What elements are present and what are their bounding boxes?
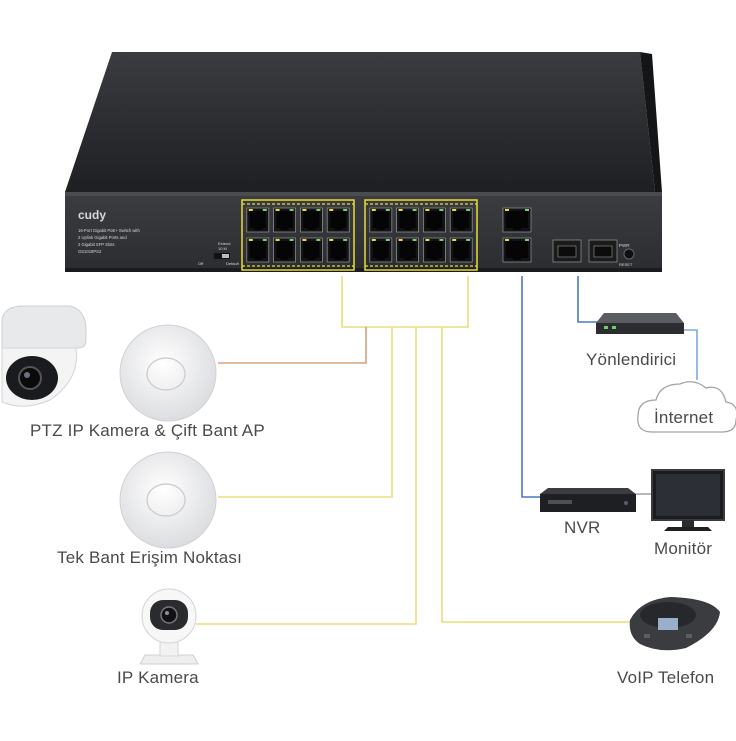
- switch-brand-logo: cudy: [78, 208, 106, 222]
- ptz-camera: [1, 305, 87, 407]
- ptz-ap-cable: [218, 327, 367, 364]
- reset-label: RESET: [619, 262, 633, 267]
- poe-port-10[interactable]: [396, 207, 420, 233]
- sfp-slots: [552, 239, 618, 263]
- mode-label: Extend: [218, 241, 230, 246]
- single-ap-cable: [218, 327, 393, 498]
- internet-cloud: [637, 381, 736, 433]
- poe-ports: [241, 199, 478, 271]
- poe-port-5[interactable]: [246, 237, 270, 263]
- poe-port-11[interactable]: [422, 207, 446, 233]
- internet-label: İnternet: [654, 408, 714, 427]
- uplink-port-18[interactable]: [502, 237, 532, 263]
- mode-sub: 10 M: [218, 246, 227, 251]
- reset-button[interactable]: [623, 248, 635, 260]
- poe-port-8[interactable]: [326, 237, 350, 263]
- poe-port-9[interactable]: [369, 207, 393, 233]
- monitor-label: Monitör: [654, 539, 713, 558]
- mode-off-label: Off: [198, 261, 204, 266]
- dual-band-ap: [119, 324, 217, 422]
- single-band-ap: [119, 451, 217, 549]
- voip-phone-cable: [441, 327, 630, 623]
- ip-camera-device: [139, 588, 199, 665]
- poe-port-2[interactable]: [273, 207, 297, 233]
- poe-block-outline: [364, 199, 478, 271]
- nvr-cable: [521, 276, 544, 498]
- switch-desc-line1: 16-Port Gigabit PoE+ Switch with: [78, 228, 140, 233]
- poe-port-3[interactable]: [299, 207, 323, 233]
- mode-on-label: Default: [226, 261, 240, 266]
- uplink-port-17[interactable]: [502, 207, 532, 233]
- switch-desc-line2: 2 Uplink Gigabit Ports and: [78, 235, 127, 240]
- single-ap-label: Tek Bant Erişim Noktası: [57, 548, 243, 567]
- poe-port-12[interactable]: [449, 207, 473, 233]
- poe-port-13[interactable]: [369, 237, 393, 263]
- monitor-device: [651, 469, 725, 531]
- pwr-label: PWR: [619, 243, 630, 248]
- router-cable: [577, 276, 600, 323]
- poe-port-1[interactable]: [246, 207, 270, 233]
- ptz-ap-label: PTZ IP Kamera & Çift Bant AP: [30, 421, 265, 440]
- poe-port-4[interactable]: [326, 207, 350, 233]
- voip-phone-device: [629, 597, 720, 651]
- switch-desc-line3: 2 Gigabit SFP Slots: [78, 242, 114, 247]
- cables: [196, 276, 698, 625]
- poe-block-outline: [241, 199, 355, 271]
- poe-bus-cable: [341, 276, 469, 328]
- nvr-device: [540, 488, 636, 512]
- poe-port-6[interactable]: [273, 237, 297, 263]
- router-internet-cable: [684, 329, 698, 380]
- nvr-label: NVR: [564, 518, 601, 537]
- uplink-ports: [502, 207, 532, 263]
- ip-camera-cable: [196, 327, 417, 625]
- poe-port-16[interactable]: [449, 237, 473, 263]
- router-device: [596, 313, 684, 334]
- poe-port-7[interactable]: [299, 237, 323, 263]
- ip-camera-label: IP Kamera: [117, 668, 199, 687]
- poe-port-14[interactable]: [396, 237, 420, 263]
- poe-switch: cudy 16-Port Gigabit PoE+ Switch with 2 …: [65, 52, 662, 272]
- router-label: Yönlendirici: [586, 350, 677, 369]
- switch-model: GS1018PS2: [78, 249, 102, 254]
- poe-port-15[interactable]: [422, 237, 446, 263]
- voip-label: VoIP Telefon: [617, 668, 715, 687]
